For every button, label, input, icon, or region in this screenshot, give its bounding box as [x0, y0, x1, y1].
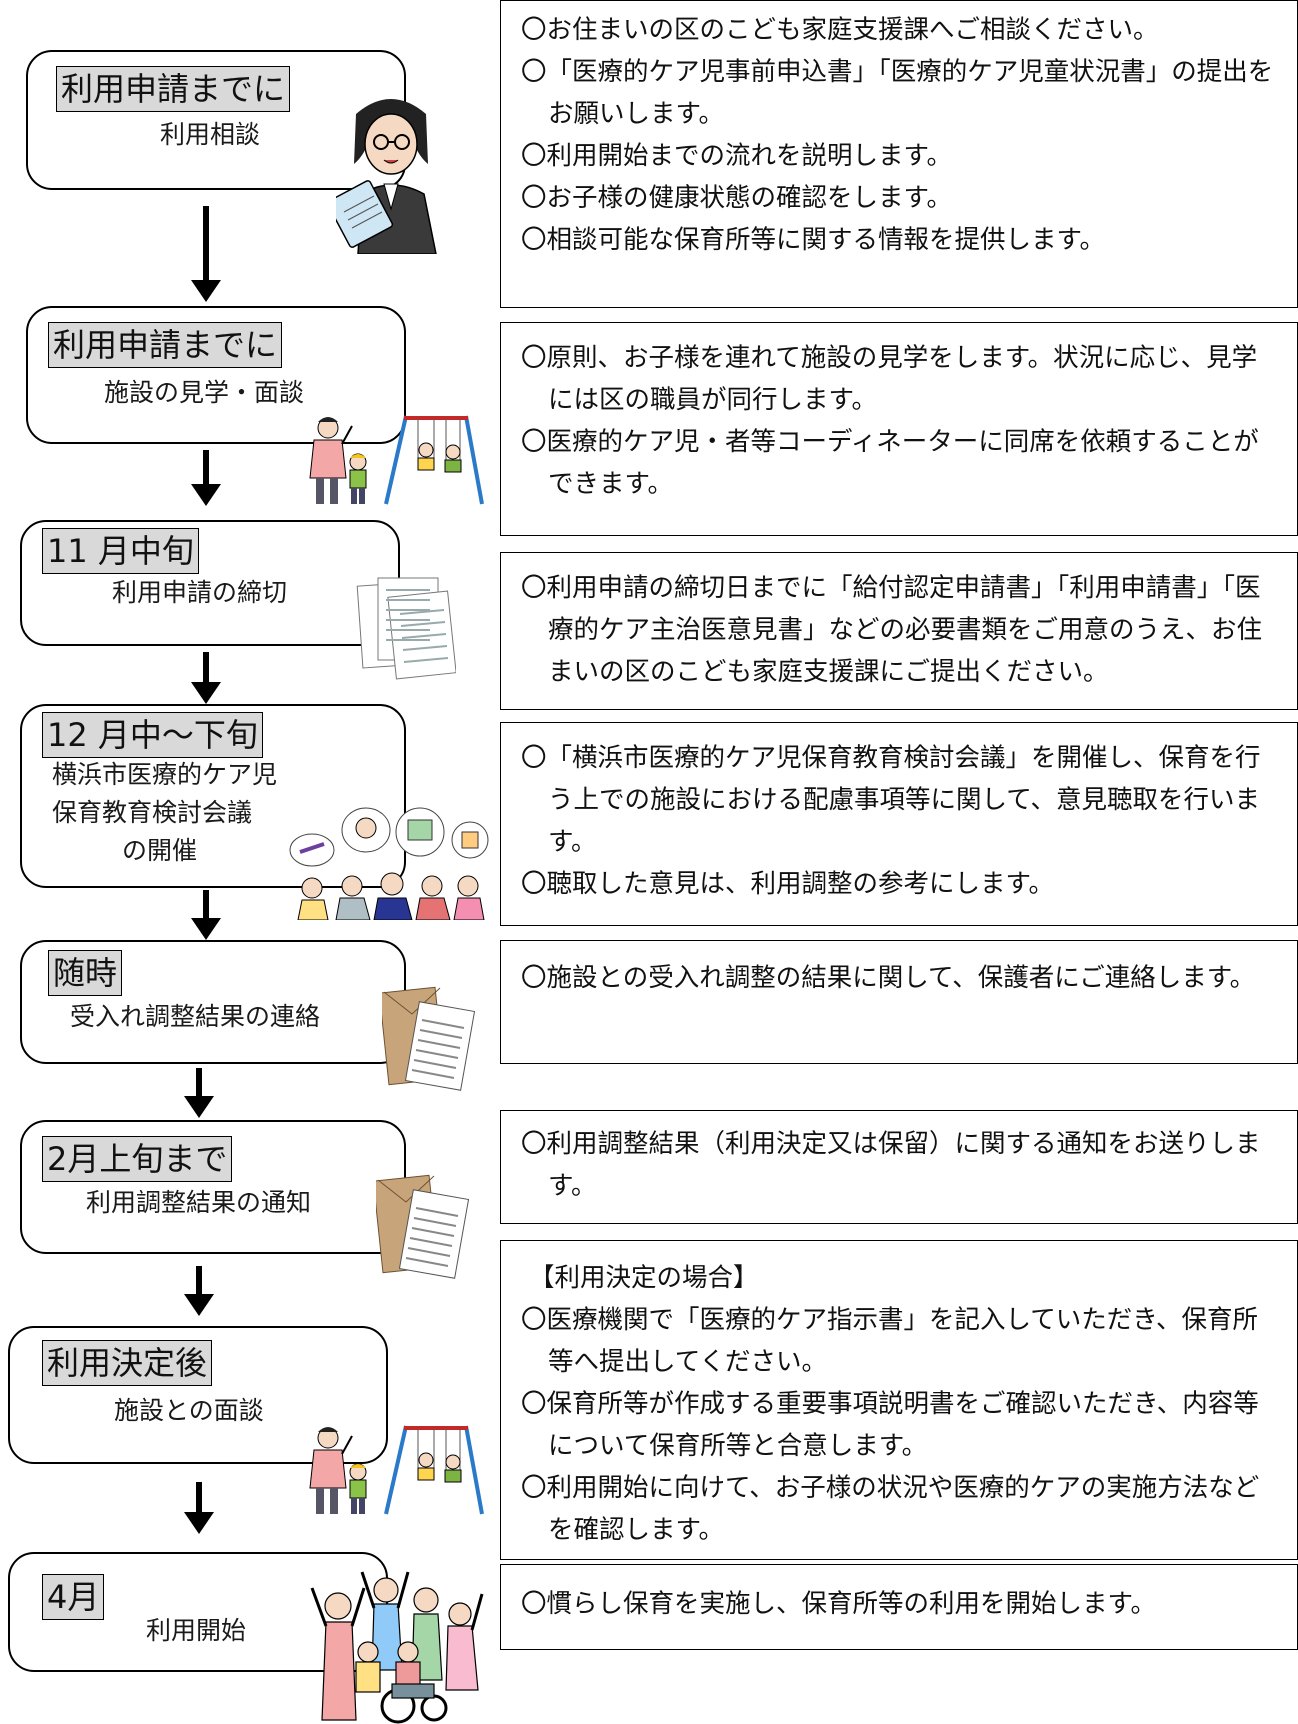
arrow-down-icon: [184, 1482, 214, 1534]
description-item: 〇お子様の健康状態の確認をします。: [521, 183, 952, 213]
step-4-label: 横浜市医療的ケア児 保育教育検討会議 の開催: [52, 756, 322, 870]
playground-swing-illustration: [309, 1425, 484, 1515]
step-1-box: 利用申請までに 利用相談: [26, 50, 406, 190]
description-item: 〇医療機関で「医療的ケア指示書」を記入していただき、保育所等へ提出してください。: [521, 1305, 1258, 1377]
arrow-down-icon: [191, 206, 221, 302]
description-box-3: 〇利用申請の締切日までに「給付認定申請書」「利用申請書」「医療的ケア主治医意見書…: [500, 552, 1298, 710]
step-8-tag: 4月: [42, 1574, 105, 1620]
description-item: 〇聴取した意見は、利用調整の参考にします。: [521, 869, 1054, 899]
step-4-tag: 12 月中～下旬: [42, 712, 263, 758]
arrow-down-icon: [184, 1068, 214, 1118]
playground-swing-illustration: [309, 415, 484, 505]
description-box-6: 〇利用調整結果（利用決定又は保留）に関する通知をお送りします。: [500, 1110, 1298, 1224]
description-item: 〇相談可能な保育所等に関する情報を提供します。: [521, 225, 1105, 255]
step-1-tag: 利用申請までに: [56, 66, 291, 112]
meeting-discussion-illustration: [289, 807, 489, 920]
step-4-label-line-1: 横浜市医療的ケア児: [52, 760, 278, 789]
step-3-box: 11 月中旬 利用申請の締切: [20, 520, 400, 646]
description-item: 〇利用申請の締切日までに「給付認定申請書」「利用申請書」「医療的ケア主治医意見書…: [521, 573, 1263, 687]
description-box-1: 〇お住まいの区のこども家庭支援課へご相談ください。 〇「医療的ケア児事前申込書」…: [500, 0, 1298, 308]
happy-children-group-illustration: [310, 1571, 484, 1724]
envelope-letter-illustration: [376, 1174, 470, 1279]
description-heading: 【利用決定の場合】: [529, 1263, 759, 1293]
step-4-box: 12 月中～下旬 横浜市医療的ケア児 保育教育検討会議 の開催: [20, 704, 406, 888]
step-5-tag: 随時: [48, 950, 123, 996]
step-5-label: 受入れ調整結果の連絡: [70, 1002, 321, 1031]
description-item: 〇保育所等が作成する重要事項説明書をご確認いただき、内容等について保育所等と合意…: [521, 1389, 1259, 1461]
step-6-tag: 2月上旬まで: [42, 1136, 233, 1182]
step-6-label: 利用調整結果の通知: [86, 1188, 312, 1217]
envelope-letter-illustration: [382, 986, 476, 1091]
documents-stack-illustration: [356, 577, 456, 680]
description-item: 〇利用調整結果（利用決定又は保留）に関する通知をお送りします。: [521, 1129, 1261, 1201]
staff-woman-illustration: [336, 99, 437, 254]
arrow-down-icon: [184, 1266, 214, 1316]
step-7-label: 施設との面談: [114, 1396, 264, 1425]
arrow-down-icon: [191, 652, 221, 704]
arrow-down-icon: [191, 450, 221, 506]
description-box-7: 【利用決定の場合】 〇医療機関で「医療的ケア指示書」を記入していただき、保育所等…: [500, 1240, 1298, 1560]
description-item: 〇利用開始までの流れを説明します。: [521, 141, 952, 171]
step-3-label: 利用申請の締切: [112, 578, 288, 607]
description-item: 〇お住まいの区のこども家庭支援課へご相談ください。: [521, 15, 1159, 45]
description-box-2: 〇原則、お子様を連れて施設の見学をします。状況に応じ、見学には区の職員が同行しま…: [500, 322, 1298, 536]
description-item: 〇慣らし保育を実施し、保育所等の利用を開始します。: [521, 1589, 1156, 1619]
step-7-tag: 利用決定後: [42, 1340, 213, 1386]
description-box-8: 〇慣らし保育を実施し、保育所等の利用を開始します。: [500, 1564, 1298, 1650]
description-item: 〇施設との受入れ調整の結果に関して、保護者にご連絡します。: [521, 963, 1256, 993]
description-item: 〇「医療的ケア児事前申込書」「医療的ケア児童状況書」の提出をお願いします。: [521, 57, 1274, 129]
step-4-label-line-2: 保育教育検討会議: [52, 798, 253, 827]
step-2-box: 利用申請までに 施設の見学・面談: [26, 306, 406, 444]
step-5-box: 随時 受入れ調整結果の連絡: [20, 940, 406, 1064]
step-2-label: 施設の見学・面談: [104, 378, 305, 407]
description-item: 〇利用開始に向けて、お子様の状況や医療的ケアの実施方法などを確認します。: [521, 1473, 1260, 1545]
step-3-tag: 11 月中旬: [42, 528, 199, 574]
arrow-down-icon: [191, 890, 221, 940]
step-8-label: 利用開始: [146, 1616, 247, 1645]
description-item: 〇原則、お子様を連れて施設の見学をします。状況に応じ、見学には区の職員が同行しま…: [521, 343, 1258, 415]
step-1-label: 利用相談: [160, 120, 261, 149]
description-item: 〇「横浜市医療的ケア児保育教育検討会議」を開催し、保育を行う上での施設における配…: [521, 743, 1261, 857]
step-4-label-line-3: の開催: [122, 836, 198, 865]
description-box-5: 〇施設との受入れ調整の結果に関して、保護者にご連絡します。: [500, 940, 1298, 1064]
step-8-box: 4月 利用開始: [8, 1552, 388, 1672]
step-2-tag: 利用申請までに: [48, 322, 283, 368]
description-box-4: 〇「横浜市医療的ケア児保育教育検討会議」を開催し、保育を行う上での施設における配…: [500, 722, 1298, 926]
step-6-box: 2月上旬まで 利用調整結果の通知: [20, 1120, 406, 1254]
description-item: 〇医療的ケア児・者等コーディネーターに同席を依頼することができます。: [521, 427, 1259, 499]
